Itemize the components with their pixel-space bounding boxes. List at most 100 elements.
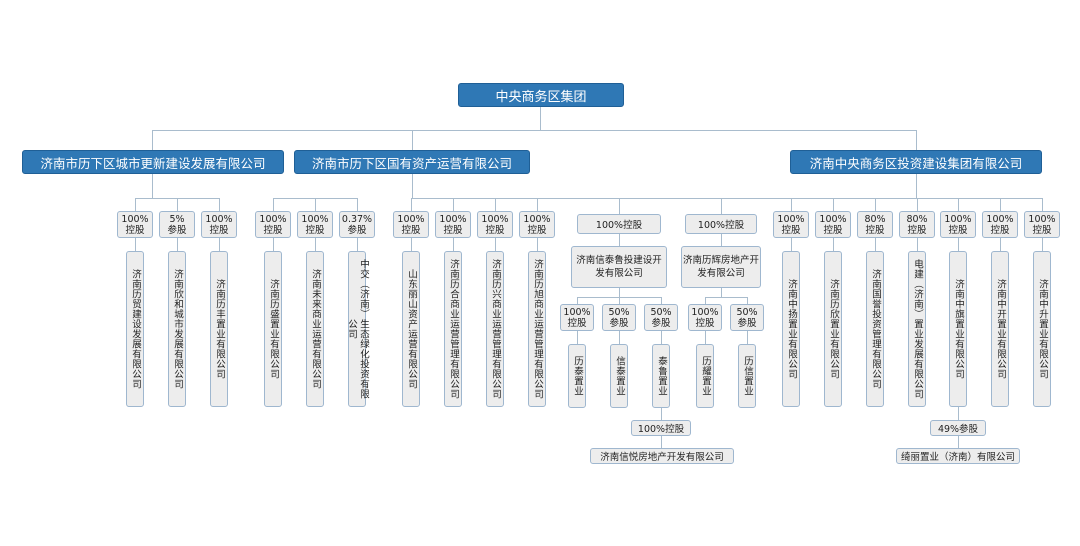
connector-line (273, 198, 274, 212)
connector-line (791, 198, 792, 215)
connector-line (315, 198, 316, 212)
share-box: 100%控股 (393, 211, 429, 238)
root-company: 中央商务区集团 (458, 83, 624, 107)
connector-line (412, 174, 413, 199)
company-box: 济南欣和城市发展有限公司 (168, 251, 186, 407)
connector-line (917, 198, 918, 215)
share-box: 0.37%参股 (339, 211, 375, 238)
company-box: 济南历合商业运营管理有限公司 (444, 251, 462, 407)
connector-line (412, 130, 413, 151)
connector-line (177, 198, 178, 212)
group-company: 济南市历下区国有资产运营有限公司 (294, 150, 530, 174)
company-box: 济南中旗置业有限公司 (949, 251, 967, 407)
connector-line (958, 198, 959, 215)
connector-line (619, 331, 620, 345)
connector-line (152, 130, 917, 131)
connector-line (958, 436, 959, 449)
share-box: 100%控股 (117, 211, 153, 238)
connector-line (577, 331, 578, 345)
connector-line (958, 407, 959, 421)
connector-line (705, 297, 748, 298)
connector-line (357, 198, 358, 212)
share-box: 100%控股 (201, 211, 237, 238)
share-box: 100%控股 (1024, 211, 1060, 238)
connector-line (619, 234, 620, 247)
connector-line (411, 198, 412, 215)
company-box: 历耀置业 (696, 344, 714, 408)
connector-line (619, 198, 620, 215)
group-company: 济南中央商务区投资建设集团有限公司 (790, 150, 1042, 174)
connector-line (152, 130, 153, 151)
company-box: 泰鲁置业 (652, 344, 670, 408)
connector-line (875, 238, 876, 252)
connector-line (411, 238, 412, 252)
connector-line (661, 331, 662, 345)
connector-line (1042, 238, 1043, 252)
connector-line (705, 297, 706, 305)
company-box: 济南未来商业运营有限公司 (306, 251, 324, 407)
company-box: 济南历辉房地产开发有限公司 (681, 246, 761, 288)
company-box: 济南中开置业有限公司 (991, 251, 1009, 407)
connector-line (791, 238, 792, 252)
connector-line (135, 198, 136, 212)
share-box: 100%控股 (982, 211, 1018, 238)
company-box: 济南历兴商业运营管理有限公司 (486, 251, 504, 407)
share-box: 5%参股 (159, 211, 195, 238)
company-box: 历泰置业 (568, 344, 586, 408)
company-box: 济南中扬置业有限公司 (782, 251, 800, 407)
share-box: 100%控股 (519, 211, 555, 238)
connector-line (411, 198, 1043, 199)
connector-line (315, 238, 316, 252)
share-box: 100%控股 (631, 420, 691, 436)
share-box: 50%参股 (730, 304, 764, 331)
share-box: 100%控股 (685, 214, 757, 234)
connector-line (537, 198, 538, 215)
share-box: 100%控股 (815, 211, 851, 238)
connector-line (661, 436, 662, 449)
connector-line (453, 198, 454, 215)
connector-line (619, 297, 620, 305)
company-box: 济南中升置业有限公司 (1033, 251, 1051, 407)
connector-line (540, 107, 541, 131)
share-box: 100%控股 (297, 211, 333, 238)
connector-line (721, 198, 722, 215)
share-box: 50%参股 (644, 304, 678, 331)
connector-line (619, 288, 620, 298)
connector-line (357, 238, 358, 252)
company-box: 济南历丰置业有限公司 (210, 251, 228, 407)
share-box: 49%参股 (930, 420, 986, 436)
connector-line (916, 130, 917, 151)
connector-line (577, 297, 578, 305)
connector-line (537, 238, 538, 252)
company-box: 电建（济南）置业发展有限公司 (908, 251, 926, 407)
connector-line (177, 238, 178, 252)
connector-line (833, 238, 834, 252)
company-box: 中交（济南）生态绿化投资有限公司 (346, 251, 369, 407)
connector-line (273, 238, 274, 252)
company-box: 济南历盛置业有限公司 (264, 251, 282, 407)
company-box: 济南历贸建设发展有限公司 (126, 251, 144, 407)
company-box: 济南历旭商业运营管理有限公司 (528, 251, 546, 407)
share-box: 80%控股 (857, 211, 893, 238)
connector-line (152, 174, 153, 199)
connector-line (135, 238, 136, 252)
connector-line (495, 238, 496, 252)
share-box: 100%控股 (688, 304, 722, 331)
share-box: 100%控股 (773, 211, 809, 238)
connector-line (721, 234, 722, 247)
connector-line (661, 408, 662, 421)
share-box: 50%参股 (602, 304, 636, 331)
company-box: 山东丽山资产运营有限公司 (402, 251, 420, 407)
company-box: 济南信悦房地产开发有限公司 (590, 448, 734, 464)
share-box: 100%控股 (477, 211, 513, 238)
company-box: 济南国誉投资管理有限公司 (866, 251, 884, 407)
company-box: 绮丽置业（济南）有限公司 (896, 448, 1020, 464)
company-box: 信泰置业 (610, 344, 628, 408)
share-box: 100%控股 (577, 214, 661, 234)
connector-line (747, 331, 748, 345)
group-company: 济南市历下区城市更新建设发展有限公司 (22, 150, 284, 174)
connector-line (219, 238, 220, 252)
company-box: 济南信泰鲁投建设开发有限公司 (571, 246, 667, 288)
connector-line (958, 238, 959, 252)
